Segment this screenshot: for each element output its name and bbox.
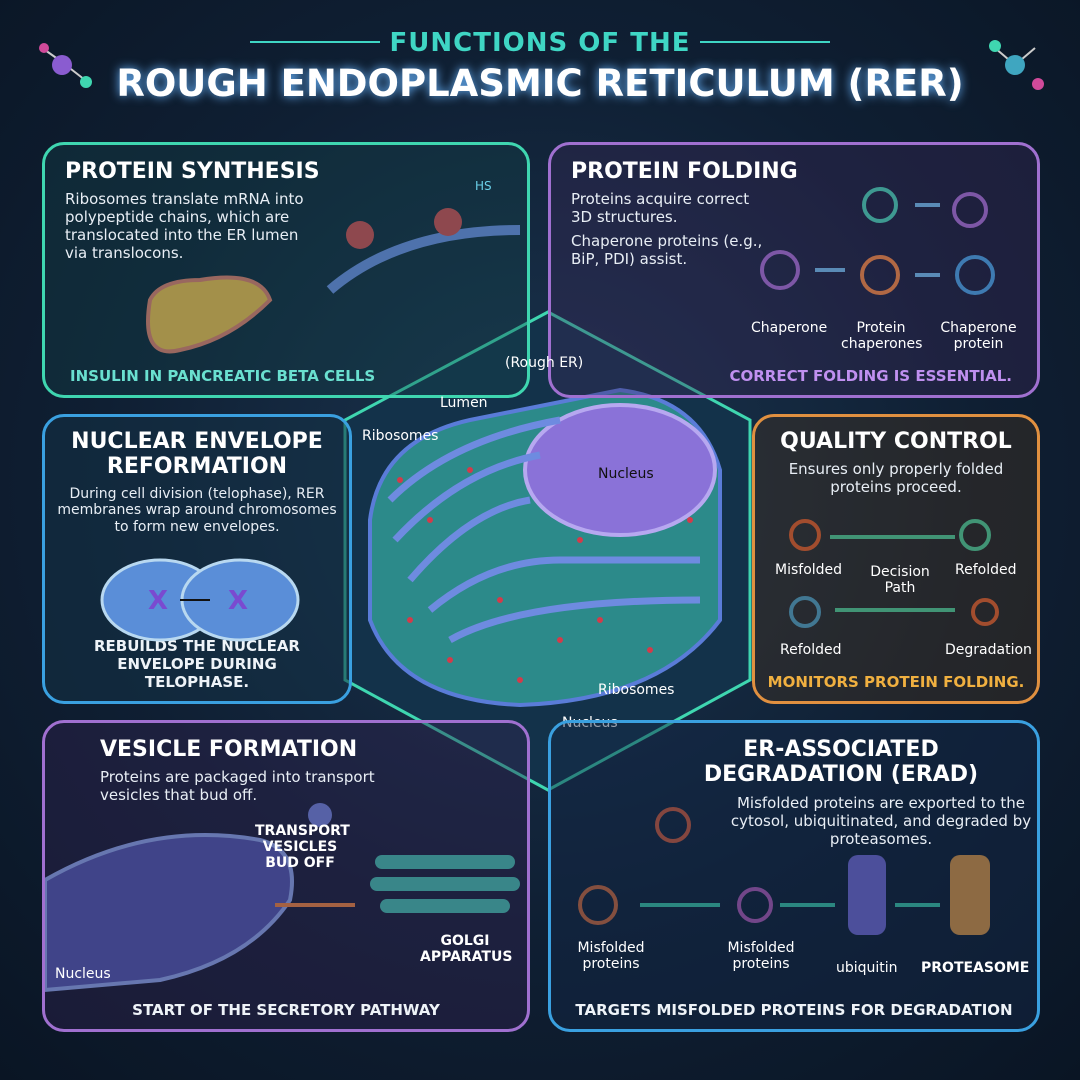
label-transport-vesicles: TRANSPORT VESICLES BUD OFF xyxy=(255,823,350,872)
label-ribosomes-top: Ribosomes xyxy=(362,428,439,444)
molecule-icon-right xyxy=(989,40,1044,90)
er-membrane-synthesis xyxy=(326,208,521,294)
label-golgi: GOLGI APPARATUS xyxy=(420,933,513,966)
label-ribosomes-bottom: Ribosomes xyxy=(598,682,675,698)
label-chaperone: Chaperone xyxy=(751,320,828,336)
dividing-cell-illustration: X X xyxy=(100,558,300,642)
panel-protein-folding: PROTEIN FOLDING Proteins acquire correct… xyxy=(548,142,1040,398)
body-2: Chaperone proteins (e.g., BiP, PDI) assi… xyxy=(571,232,763,269)
label-rough-er: (Rough ER) xyxy=(505,355,584,371)
label-nucleus-bottom: Nucleus xyxy=(562,715,618,731)
body: Misfolded proteins are exported to the c… xyxy=(730,793,1032,848)
footer: REBUILDS THE NUCLEAR ENVELOPE DURING TEL… xyxy=(94,637,300,691)
label-refolded-2: Refolded xyxy=(780,642,842,658)
label-decision-path: Decision Path xyxy=(870,564,930,597)
panel-vesicle-formation: VESICLE FORMATION Proteins are packaged … xyxy=(42,720,530,1032)
footer: CORRECT FOLDING IS ESSENTIAL. xyxy=(729,367,1012,385)
heading: ER-ASSOCIATED DEGRADATION (ERAD) xyxy=(703,737,979,788)
label-lumen: Lumen xyxy=(440,395,488,411)
label-misfolded-1: Misfolded proteins xyxy=(577,940,645,973)
panel-erad: ER-ASSOCIATED DEGRADATION (ERAD) Misfold… xyxy=(548,720,1040,1032)
footer: MONITORS PROTEIN FOLDING. xyxy=(767,673,1025,691)
heading: QUALITY CONTROL xyxy=(780,429,1012,454)
protein-folding-illustration xyxy=(760,187,995,295)
hs-label: HS xyxy=(475,179,492,193)
chromosome-icon: X xyxy=(148,586,168,616)
label-protein-chaperones: Protein chaperones xyxy=(841,320,923,353)
body-1: Proteins acquire correct 3D structures. xyxy=(571,190,750,227)
label-ubiquitin: ubiquitin xyxy=(836,960,898,976)
quality-control-illustration xyxy=(789,519,999,628)
title-line-1: FUNCTIONS OF THE xyxy=(389,28,691,58)
molecule-icon-left xyxy=(39,43,92,88)
heading: VESICLE FORMATION xyxy=(100,737,358,762)
label-misfolded-2: Misfolded proteins xyxy=(727,940,795,973)
label-degradation: Degradation xyxy=(945,642,1032,658)
label-proteasome: PROTEASOME xyxy=(921,960,1030,976)
label-misfolded: Misfolded xyxy=(775,562,843,578)
chromosome-icon: X xyxy=(228,586,248,616)
body: Ensures only properly folded proteins pr… xyxy=(788,460,1004,497)
panel-quality-control: QUALITY CONTROL Ensures only properly fo… xyxy=(752,414,1040,704)
heading: NUCLEAR ENVELOPE REFORMATION xyxy=(71,429,323,480)
page-title: ROUGH ENDOPLASMIC RETICULUM (RER) xyxy=(116,62,964,105)
footer: TARGETS MISFOLDED PROTEINS FOR DEGRADATI… xyxy=(575,1001,1013,1019)
label-chaperone-protein: Chaperone protein xyxy=(940,320,1017,353)
body: Ribosomes translate mRNA into polypeptid… xyxy=(65,190,304,263)
body: During cell division (telophase), RER me… xyxy=(57,485,337,536)
heading: PROTEIN SYNTHESIS xyxy=(65,159,320,184)
label-refolded-1: Refolded xyxy=(955,562,1017,578)
label-nucleus-inner: Nucleus xyxy=(598,466,654,482)
panel-protein-synthesis: PROTEIN SYNTHESIS Ribosomes translate mR… xyxy=(42,142,530,398)
footer: INSULIN IN PANCREATIC BETA CELLS xyxy=(70,367,376,385)
vesicle-illustration xyxy=(43,803,520,993)
panel-nuclear-envelope: NUCLEAR ENVELOPE REFORMATION During cell… xyxy=(42,414,352,704)
rough-er-illustration xyxy=(368,387,722,708)
label-nucleus: Nucleus xyxy=(55,966,111,982)
heading: PROTEIN FOLDING xyxy=(571,159,798,184)
footer: START OF THE SECRETORY PATHWAY xyxy=(132,1001,440,1019)
body: Proteins are packaged into transport ves… xyxy=(100,768,375,805)
pancreas-icon xyxy=(146,275,273,354)
erad-illustration xyxy=(578,807,990,935)
